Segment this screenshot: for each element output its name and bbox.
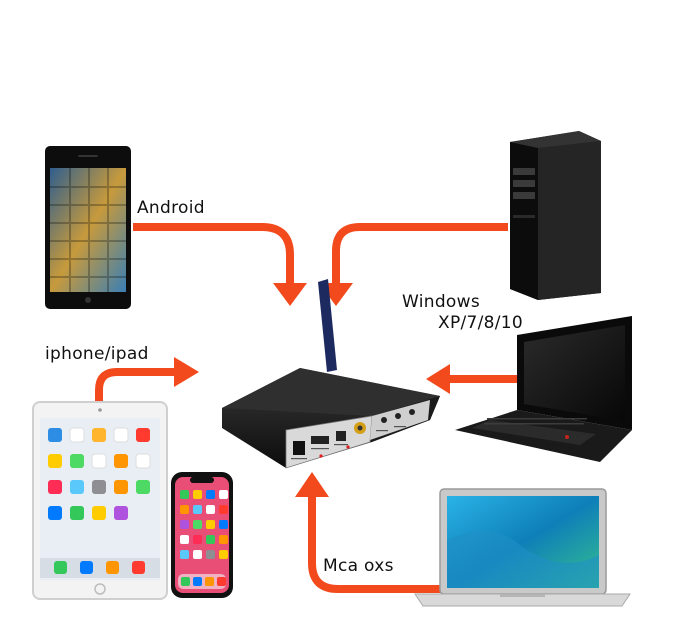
label-mac: Mca oxs [323,556,394,576]
label-iphone-ipad: iphone/ipad [45,344,149,364]
arrow-mac [295,472,441,593]
antenna-icon [318,279,337,372]
arrow-android [133,223,307,306]
receiver-icon [222,279,440,469]
arrow-windows-laptop [426,364,517,394]
label-windows-versions: XP/7/8/10 [438,313,524,333]
iphone-icon [171,472,233,598]
macbook-icon [414,488,631,607]
laptop-icon [455,316,632,462]
android-phone-icon [45,146,131,309]
desktop-tower-icon [510,131,601,300]
label-windows: Windows [402,292,480,312]
arrow-iphone-ipad [95,357,199,402]
tablet-icon [32,401,168,600]
label-android: Android [137,198,205,218]
